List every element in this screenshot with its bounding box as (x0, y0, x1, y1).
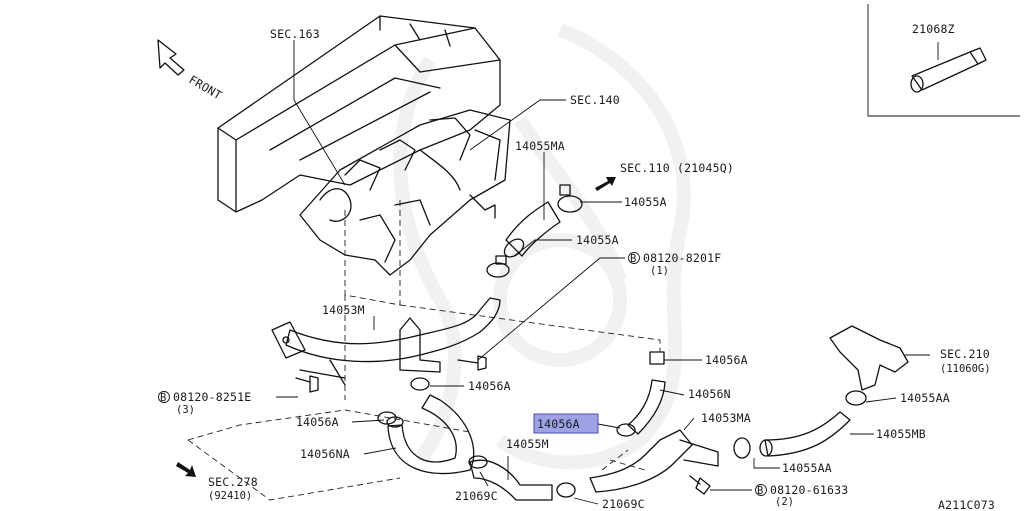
label-14055mb[interactable]: 14055MB (876, 427, 926, 441)
hose-clamp-upper (557, 184, 583, 213)
hose-14055mb (759, 411, 851, 457)
svg-text:B: B (160, 392, 166, 404)
thermostat-housing (829, 325, 909, 391)
hose-14056n (627, 379, 666, 435)
bolt-marker-3: B (755, 484, 767, 497)
front-arrow-icon (157, 39, 185, 76)
label-14056a-selected[interactable]: 14056A (537, 417, 580, 431)
label-14053ma[interactable]: 14053MA (701, 411, 751, 425)
label-14055a-lower[interactable]: 14055A (576, 233, 619, 247)
bolt-08120-8201f (457, 355, 487, 371)
label-bolt-08120-61633-qty: (2) (775, 496, 794, 508)
hose-clamp-lower (486, 255, 510, 278)
label-bolt-08120-8201f-qty: (1) (650, 265, 669, 277)
label-14055aa-lower[interactable]: 14055AA (782, 461, 832, 475)
engine-block (217, 15, 511, 276)
sec110-arrow-icon (595, 177, 616, 191)
bolt-marker-1: B (628, 252, 640, 265)
label-14056a-left[interactable]: 14056A (296, 415, 339, 429)
label-14056a-upper[interactable]: 14056A (705, 353, 748, 367)
clamp-14055aa-upper (845, 390, 867, 406)
label-14055m[interactable]: 14055M (506, 437, 549, 451)
clamp-14055aa-lower (733, 437, 751, 459)
water-pipe-14053m (271, 297, 501, 386)
front-label: FRONT (187, 72, 225, 102)
label-21069c-left[interactable]: 21069C (455, 489, 498, 503)
leader-lines (276, 40, 939, 505)
drawing-id: A211C073 (938, 498, 995, 511)
sec278-arrow-icon (176, 462, 196, 477)
inset-box (867, 4, 1020, 117)
clamp-14056a-mid (410, 377, 430, 391)
dashed-reference-lines (187, 200, 661, 501)
clamp-14056a-left (377, 411, 397, 425)
label-sec278[interactable]: SEC.278 (208, 475, 258, 489)
label-sec210[interactable]: SEC.210 (940, 347, 990, 361)
bolt-08120-61633 (689, 475, 711, 495)
clamp-14056a-selected (616, 423, 636, 437)
watermark-emblem (393, 23, 691, 470)
selected-part-highlight (533, 413, 599, 434)
label-sec163[interactable]: SEC.163 (270, 27, 320, 41)
label-bolt-08120-61633[interactable]: 08120-61633 (770, 483, 848, 497)
clamp-21069c-left (468, 455, 488, 469)
pipe-14053ma (589, 429, 719, 493)
hose-14055m (469, 459, 553, 501)
label-14055aa-upper[interactable]: 14055AA (900, 391, 950, 405)
bolt-marker-2: B (158, 391, 170, 404)
label-bolt-08120-8201f[interactable]: 08120-8201F (643, 251, 721, 265)
clamp-21069c-right (556, 482, 576, 498)
svg-text:B: B (630, 253, 636, 265)
upper-hose-14055ma (503, 201, 561, 258)
clamp-14056a-upper (649, 351, 665, 365)
label-bolt-08120-8251e-qty: (3) (176, 404, 195, 416)
label-14055a-upper[interactable]: 14055A (624, 195, 667, 209)
label-21069c-right[interactable]: 21069C (602, 497, 645, 511)
label-sec278-sub: (92410) (208, 490, 252, 502)
label-14056na[interactable]: 14056NA (300, 447, 350, 461)
label-bolt-08120-8251e[interactable]: 08120-8251E (173, 390, 251, 404)
label-21068z[interactable]: 21068Z (912, 22, 955, 36)
svg-text:B: B (757, 485, 763, 497)
sealant-tube-icon (910, 47, 987, 93)
bolt-08120-8251e (295, 375, 319, 393)
label-14056n[interactable]: 14056N (688, 387, 731, 401)
label-sec110[interactable]: SEC.110 (21045Q) (620, 161, 734, 175)
label-sec210-sub: (11060G) (940, 363, 991, 375)
label-14053m[interactable]: 14053M (322, 303, 365, 317)
label-sec140[interactable]: SEC.140 (570, 93, 620, 107)
hose-14056na (386, 394, 475, 475)
label-14056a-mid[interactable]: 14056A (468, 379, 511, 393)
label-14055ma[interactable]: 14055MA (515, 139, 565, 153)
